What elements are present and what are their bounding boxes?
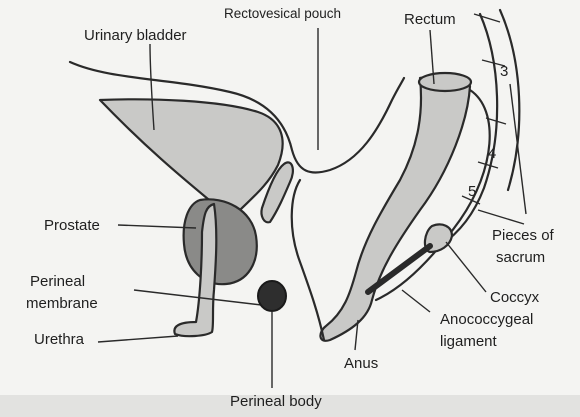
sacrum-number-3: 3 <box>500 63 508 80</box>
rectum-top <box>419 73 471 91</box>
label-perineal-line1: Perineal <box>30 273 85 290</box>
label-rectovesical-pouch: Rectovesical pouch <box>224 6 341 21</box>
label-anus: Anus <box>344 355 378 372</box>
label-prostate: Prostate <box>44 217 100 234</box>
label-rectum: Rectum <box>404 11 456 28</box>
label-urinary-bladder: Urinary bladder <box>84 27 187 44</box>
perineal-body <box>258 281 286 311</box>
label-coccyx: Coccyx <box>490 289 540 306</box>
label-anococcygeal-line1: Anococcygeal <box>440 311 533 328</box>
sacrum-number-5: 5 <box>468 183 476 200</box>
label-urethra: Urethra <box>34 331 85 348</box>
label-pieces-of-sacrum-line1: Pieces of <box>492 227 555 244</box>
label-perineal-line2: membrane <box>26 295 98 312</box>
sacrum-number-4: 4 <box>488 145 496 162</box>
label-anococcygeal-line2: ligament <box>440 333 498 350</box>
label-pieces-of-sacrum-line2: sacrum <box>496 249 545 266</box>
label-perineal-body: Perineal body <box>230 393 322 410</box>
